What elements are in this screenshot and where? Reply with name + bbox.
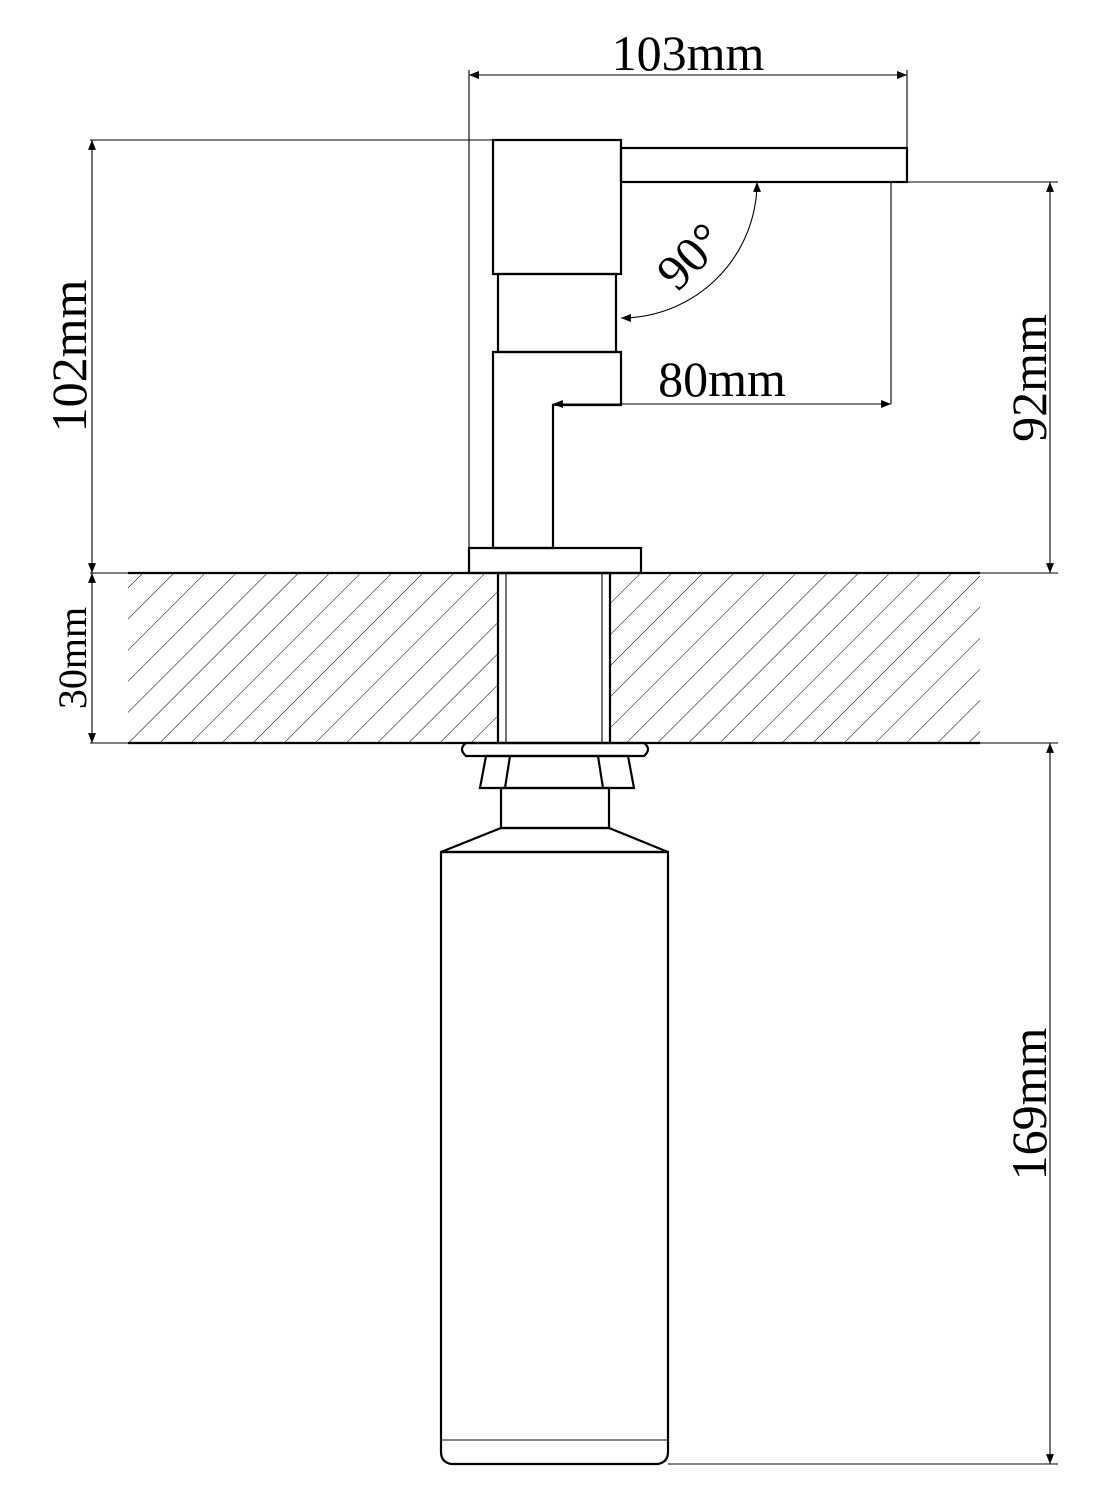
dim-label-angle: 90°	[645, 211, 734, 300]
pump-head	[491, 138, 909, 550]
extension-lines	[90, 70, 1058, 1465]
mounting-nut	[460, 741, 650, 830]
soap-bottle	[439, 826, 670, 1466]
dim-label-counter-thickness: 30mm	[50, 607, 95, 709]
countertop-section	[128, 571, 980, 745]
dim-label-spout-height: 92mm	[1001, 314, 1057, 442]
dim-label-height-above-counter: 102mm	[41, 280, 97, 433]
dim-label-spout-reach: 103mm	[612, 25, 765, 81]
dim-label-bottle-length: 169mm	[1001, 1028, 1057, 1181]
dimension-lines	[88, 71, 1054, 1464]
dim-label-spout-offset: 80mm	[658, 351, 786, 407]
